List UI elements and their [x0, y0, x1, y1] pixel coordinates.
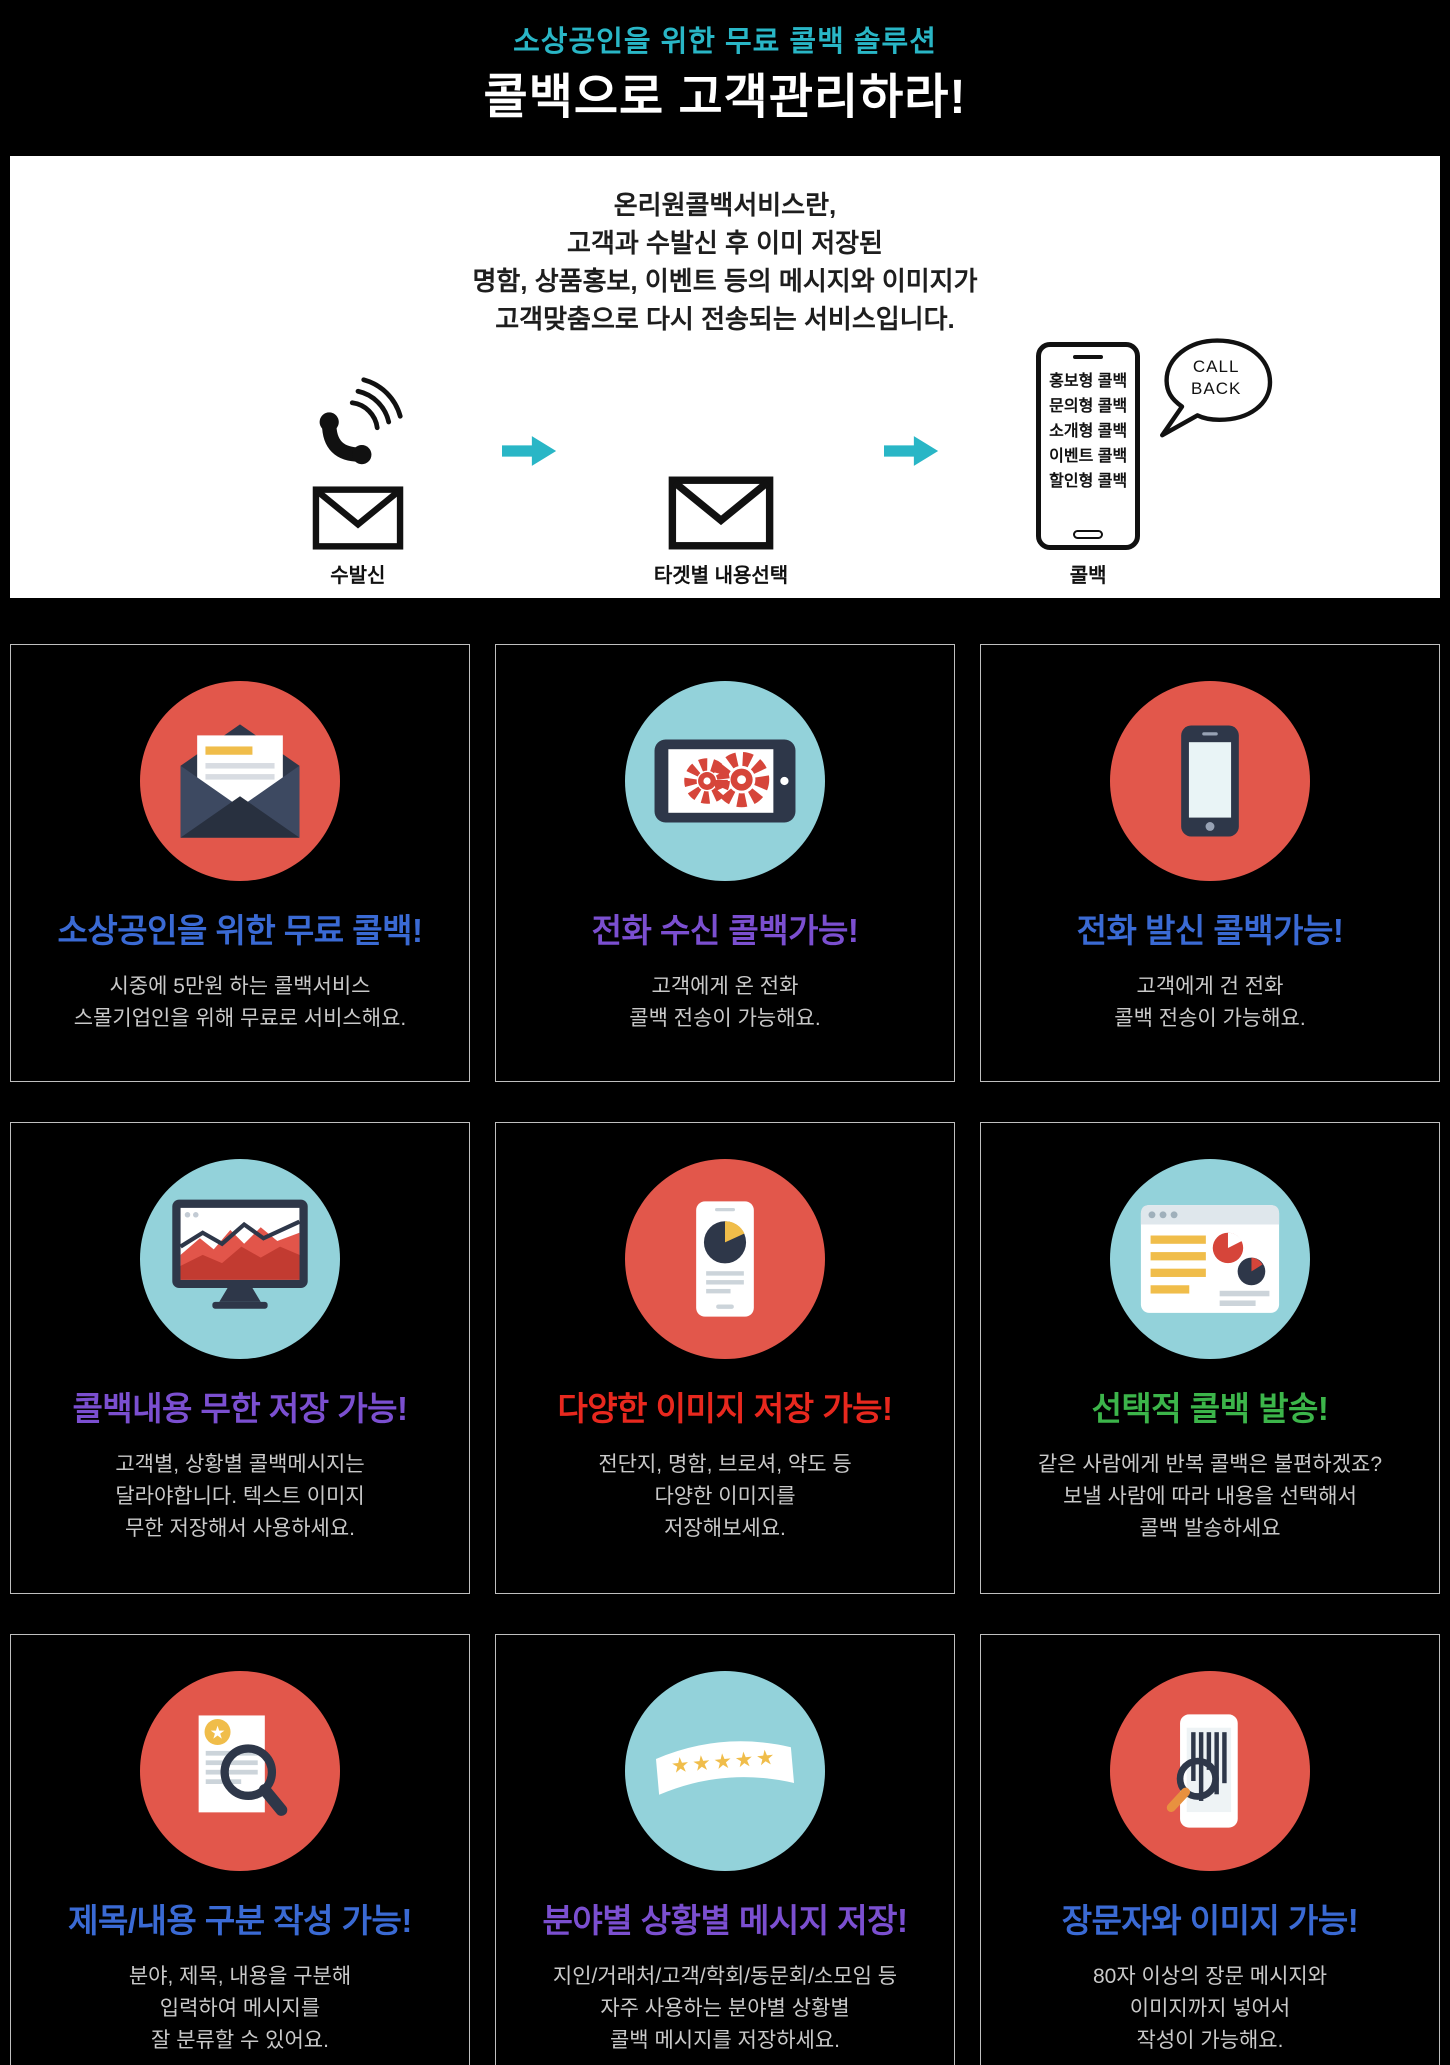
card-title: 장문자와 이미지 가능! [1061, 1902, 1359, 1939]
flow-step-callback: 홍보형 콜백 문의형 콜백 소개형 콜백 이벤트 콜백 할인형 콜백 CALL … [1036, 338, 1273, 588]
card-title: 전화 발신 콜백가능! [1076, 912, 1344, 949]
intro-description: 온리원콜백서비스란, 고객과 수발신 후 이미 저장된 명함, 상품홍보, 이벤… [472, 190, 978, 334]
flow-step-label: 수발신 [330, 565, 386, 587]
card-body: 같은 사람에게 반복 콜백은 불편하겠죠? 보낼 사람에 따라 내용을 선택해서… [1037, 1453, 1383, 1540]
monitor-chart-icon [140, 1159, 340, 1359]
feature-card-6: 선택적 콜백 발송! 같은 사람에게 반복 콜백은 불편하겠죠? 보낼 사람에 … [980, 1122, 1440, 1594]
flow-step-label: 콜백 [1069, 565, 1107, 587]
envelope-icon [312, 486, 404, 550]
tablet-gears-icon [625, 681, 825, 881]
feature-card-8: ★★★★★ 분야별 상황별 메시지 저장! 지인/거래처/고객/학회/동문회/소… [495, 1634, 955, 2065]
card-title: 제목/내용 구분 작성 가능! [68, 1902, 412, 1939]
card-body: 지인/거래처/고객/학회/동문회/소모임 등 자주 사용하는 분야별 상황별 콜… [552, 1965, 898, 2052]
intro-banner: 온리원콜백서비스란, 고객과 수발신 후 이미 저장된 명함, 상품홍보, 이벤… [10, 156, 1440, 598]
smartphone-icon [1110, 681, 1310, 881]
feature-grid: 소상공인을 위한 무료 콜백! 시중에 5만원 하는 콜백서비스 스몰기업인을 … [10, 644, 1440, 2065]
bubble-text: CALL BACK [1191, 357, 1242, 398]
phone-piechart-icon [625, 1159, 825, 1359]
card-body: 분야, 제목, 내용을 구분해 입력하여 메시지를 잘 분류할 수 있어요. [128, 1965, 352, 2052]
speech-bubble-icon [1160, 338, 1273, 438]
callback-type-list: 홍보형 콜백 문의형 콜백 소개형 콜백 이벤트 콜백 할인형 콜백 [1049, 373, 1128, 490]
card-title: 콜백내용 무한 저장 가능! [72, 1390, 408, 1427]
phone-speaker [1073, 355, 1104, 359]
arrow-right-icon [884, 432, 940, 470]
flow-step-label: 타겟별 내용선택 [653, 565, 789, 587]
browser-charts-icon [1110, 1159, 1310, 1359]
feature-card-5: 다양한 이미지 저장 가능! 전단지, 명함, 브로셔, 약도 등 다양한 이미… [495, 1122, 955, 1594]
feature-card-2: 전화 수신 콜백가능! 고객에게 온 전화 콜백 전송이 가능해요. [495, 644, 955, 1082]
card-title: 선택적 콜백 발송! [1091, 1390, 1329, 1427]
process-flow: 수발신 타겟별 내용선택 [10, 338, 1440, 588]
card-body: 고객에게 건 전화 콜백 전송이 가능해요. [1114, 975, 1306, 1030]
card-body: 80자 이상의 장문 메시지와 이미지까지 넣어서 작성이 가능해요. [1092, 1965, 1328, 2052]
card-title: 분야별 상황별 메시지 저장! [542, 1902, 908, 1939]
smartphone-outline-icon: 홍보형 콜백 문의형 콜백 소개형 콜백 이벤트 콜백 할인형 콜백 [1036, 342, 1141, 550]
phone-home-button [1073, 530, 1104, 539]
card-body: 고객별, 상황별 콜백메시지는 달라야합니다. 텍스트 이미지 무한 저장해서 … [115, 1453, 365, 1540]
envelope-icon [668, 476, 774, 550]
feature-card-9: 장문자와 이미지 가능! 80자 이상의 장문 메시지와 이미지까지 넣어서 작… [980, 1634, 1440, 2065]
open-envelope-icon [140, 681, 340, 881]
card-title: 소상공인을 위한 무료 콜백! [57, 912, 423, 949]
svg-text:★: ★ [210, 1724, 226, 1744]
phone-call-envelope-stack [310, 374, 406, 550]
card-body: 시중에 5만원 하는 콜백서비스 스몰기업인을 위해 무료로 서비스해요. [73, 975, 407, 1030]
flow-step-send-receive: 수발신 [310, 374, 406, 588]
feature-card-7: ★ 제목/내용 구분 작성 가능! 분야, 제목, 내용을 구분해 입력하여 메… [10, 1634, 470, 2065]
feature-card-1: 소상공인을 위한 무료 콜백! 시중에 5만원 하는 콜백서비스 스몰기업인을 … [10, 644, 470, 1082]
card-title: 전화 수신 콜백가능! [591, 912, 859, 949]
card-body: 고객에게 온 전화 콜백 전송이 가능해요. [629, 975, 821, 1030]
flow-step-target-content: 타겟별 내용선택 [654, 476, 788, 588]
card-body: 전단지, 명함, 브로셔, 약도 등 다양한 이미지를 저장해보세요. [598, 1453, 852, 1540]
callback-phone: 홍보형 콜백 문의형 콜백 소개형 콜백 이벤트 콜백 할인형 콜백 CALL … [1036, 338, 1273, 550]
ribbon-stars-icon: ★★★★★ [625, 1671, 825, 1871]
arrow-right-icon [501, 432, 558, 470]
feature-card-3: 전화 발신 콜백가능! 고객에게 건 전화 콜백 전송이 가능해요. [980, 644, 1440, 1082]
header: 소상공인을 위한 무료 콜백 솔루션 콜백으로 고객관리하라! [0, 0, 1450, 128]
callback-speech-bubble: CALL BACK [1148, 334, 1282, 444]
card-title: 다양한 이미지 저장 가능! [557, 1390, 893, 1427]
page-title: 콜백으로 고객관리하라! [483, 71, 967, 124]
phone-zoom-icon [1110, 1671, 1310, 1871]
document-search-icon: ★ [140, 1671, 340, 1871]
header-subtitle: 소상공인을 위한 무료 콜백 솔루션 [513, 26, 937, 58]
phone-call-icon [319, 377, 403, 465]
feature-card-4: 콜백내용 무한 저장 가능! 고객별, 상황별 콜백메시지는 달라야합니다. 텍… [10, 1122, 470, 1594]
